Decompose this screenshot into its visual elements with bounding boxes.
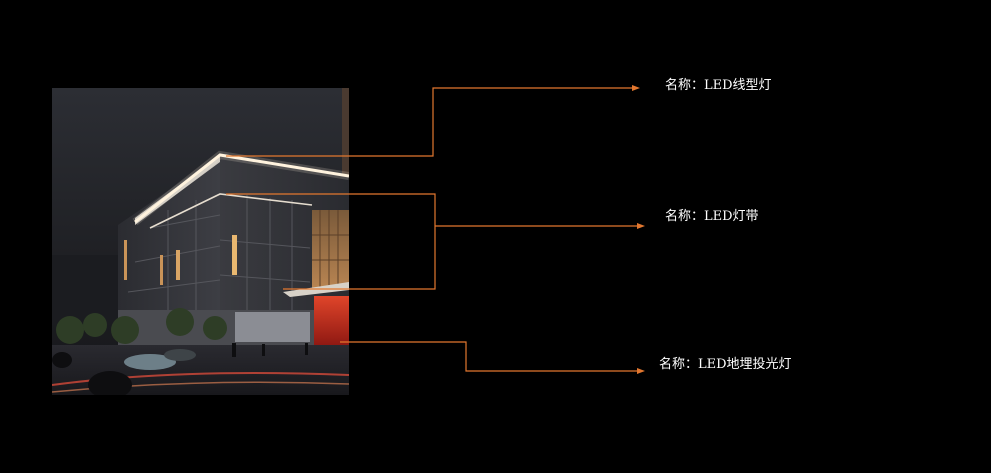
light-trail <box>52 371 349 386</box>
leader-line-2 <box>226 193 436 290</box>
car <box>164 349 196 361</box>
arrowhead-3 <box>637 368 645 374</box>
callout-label-led-linear-light: 名称：LED线型灯 <box>665 78 772 93</box>
arrowhead-2 <box>637 223 645 229</box>
trees <box>56 308 227 344</box>
roof-led-glow <box>132 150 349 226</box>
warm-slot-window <box>176 250 180 280</box>
leader-lines <box>226 87 638 372</box>
atrium-mullions <box>312 210 349 290</box>
leader-line-3 <box>340 341 638 372</box>
arrowhead-1 <box>632 85 640 91</box>
background-building <box>52 255 122 325</box>
warm-slot-window <box>160 255 163 285</box>
leader-line-1 <box>226 87 633 157</box>
middle-led-strip <box>149 193 313 229</box>
ground-floor-lit <box>235 312 310 342</box>
warm-slot-window <box>124 240 127 280</box>
pedestrians <box>52 343 308 395</box>
callout-label-led-inground-floodlight: 名称：LED地埋投光灯 <box>659 357 792 372</box>
atrium-glass <box>312 210 349 290</box>
warm-slot-window <box>232 235 237 275</box>
roof-led-line <box>134 153 349 224</box>
building-rendering <box>52 88 349 395</box>
car <box>124 354 176 370</box>
leader-arrowheads <box>632 85 645 374</box>
building-side-face <box>118 155 220 345</box>
red-glass-entrance <box>314 296 349 346</box>
callout-label-led-strip: 名称：LED灯带 <box>665 209 759 224</box>
